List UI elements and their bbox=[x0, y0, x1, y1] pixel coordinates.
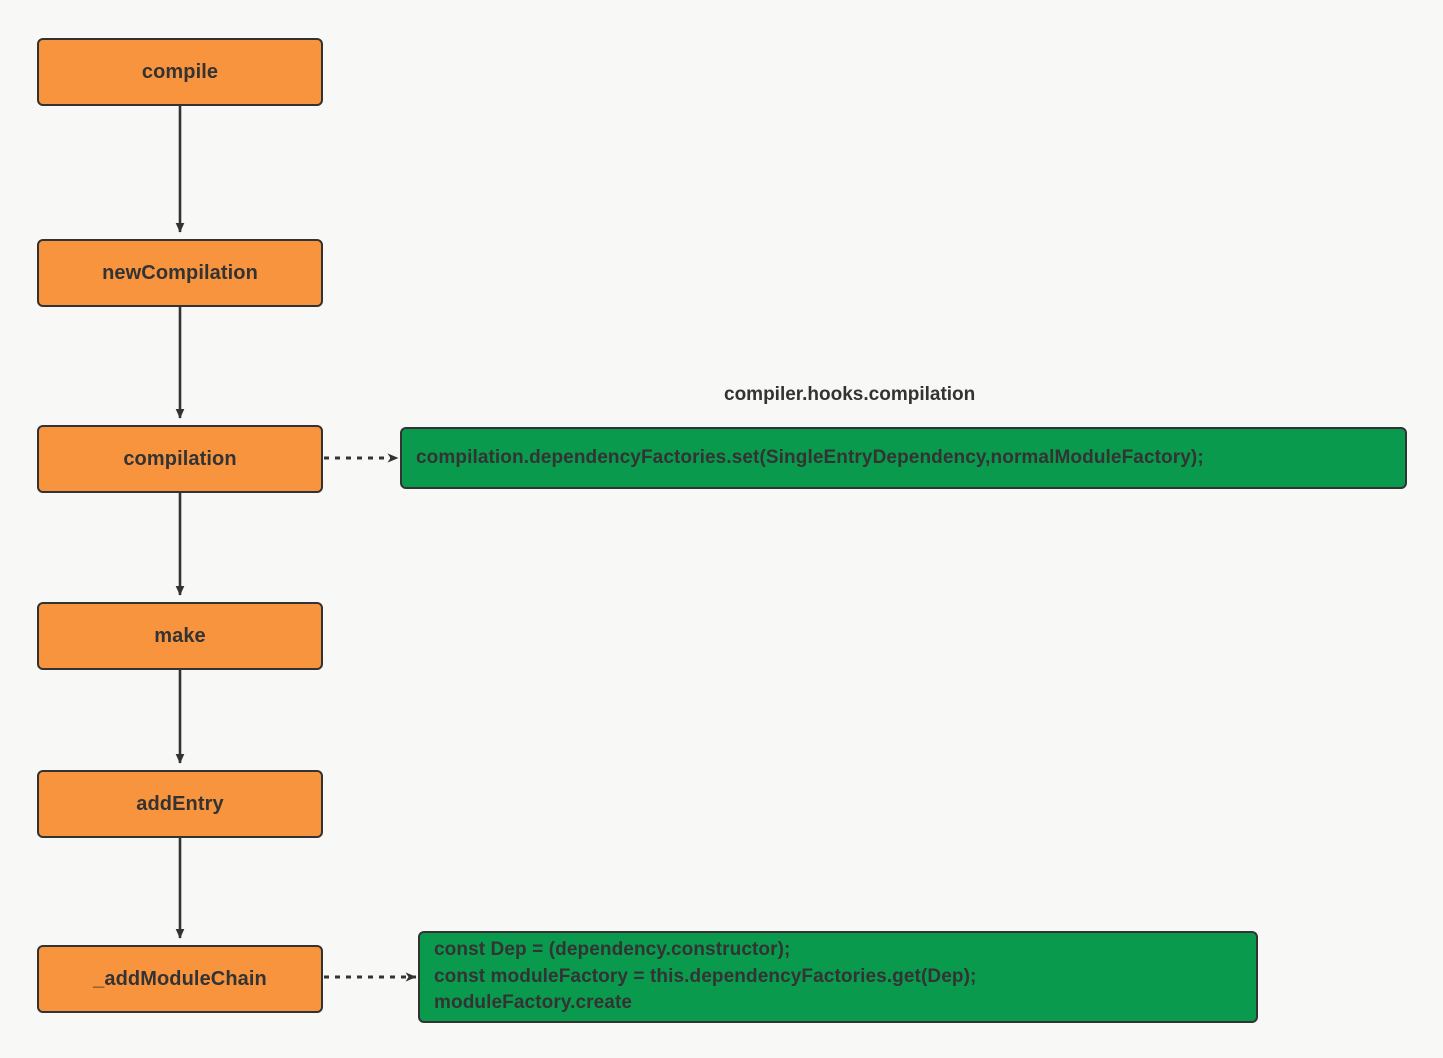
hook-label-compiler-hooks-compilation: compiler.hooks.compilation bbox=[724, 384, 976, 405]
node-addmodulechain-label: _addModuleChain bbox=[93, 967, 267, 990]
code-line: compilation.dependencyFactories.set(Sing… bbox=[416, 446, 1204, 468]
node-compilation[interactable]: compilation bbox=[37, 425, 323, 493]
node-make-label: make bbox=[154, 624, 206, 647]
node-compile[interactable]: compile bbox=[37, 38, 323, 106]
node-compile-label: compile bbox=[141, 60, 219, 83]
code-box-compilation[interactable]: compilation.dependencyFactories.set(Sing… bbox=[400, 427, 1407, 489]
node-addentry[interactable]: addEntry bbox=[37, 770, 323, 838]
node-compilation-label: compilation bbox=[123, 447, 237, 470]
code-line: const moduleFactory = this.dependencyFac… bbox=[434, 965, 977, 987]
node-addmodulechain[interactable]: _addModuleChain bbox=[37, 945, 323, 1013]
code-box-addmodulechain[interactable]: const Dep = (dependency.constructor); co… bbox=[418, 931, 1258, 1023]
node-newcompilation[interactable]: newCompilation bbox=[37, 239, 323, 307]
code-line: const Dep = (dependency.constructor); bbox=[434, 938, 791, 960]
code-line: moduleFactory.create bbox=[434, 992, 633, 1014]
node-newcompilation-label: newCompilation bbox=[102, 261, 258, 284]
node-make[interactable]: make bbox=[37, 602, 323, 670]
node-addentry-label: addEntry bbox=[136, 792, 224, 815]
